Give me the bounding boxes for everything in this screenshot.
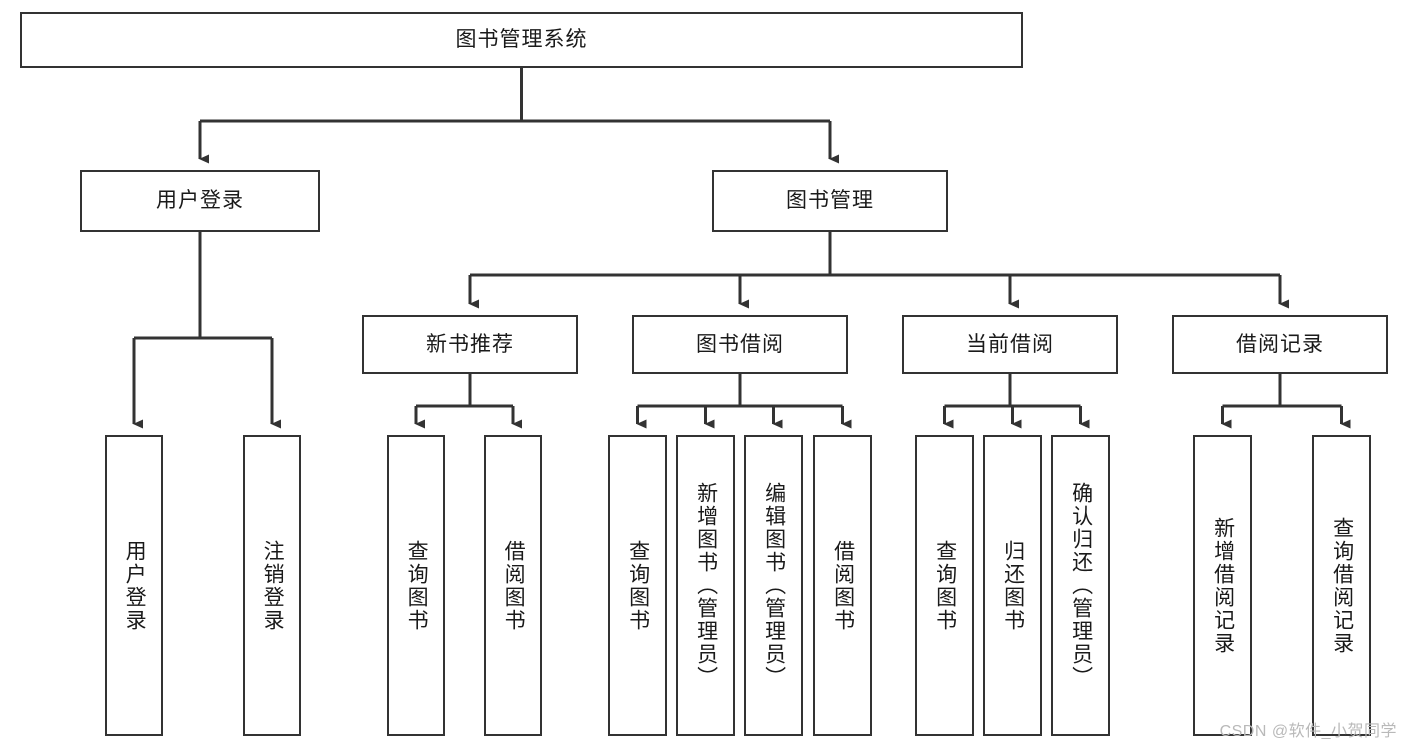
node-label: 查询图书 <box>626 539 650 632</box>
node-borrow[interactable]: 图书借阅 <box>632 315 848 374</box>
node-leaf-b1[interactable]: 借阅图书 <box>484 435 542 736</box>
node-leaf-q1[interactable]: 查询图书 <box>387 435 445 736</box>
node-records[interactable]: 借阅记录 <box>1172 315 1388 374</box>
node-label: 编辑图书（管理员） <box>762 482 786 689</box>
node-root[interactable]: 图书管理系统 <box>20 12 1023 68</box>
node-leaf-logout[interactable]: 注销登录 <box>243 435 301 736</box>
node-newbook[interactable]: 新书推荐 <box>362 315 578 374</box>
node-label: 图书管理 <box>786 189 874 213</box>
node-label: 用户登录 <box>156 189 244 213</box>
node-leaf-add[interactable]: 新增图书（管理员） <box>676 435 735 736</box>
node-leaf-b2[interactable]: 借阅图书 <box>813 435 872 736</box>
node-leaf-confirm[interactable]: 确认归还（管理员） <box>1051 435 1110 736</box>
node-leaf-q2[interactable]: 查询图书 <box>608 435 667 736</box>
node-label: 图书管理系统 <box>455 28 588 52</box>
node-label: 新增图书（管理员） <box>694 482 718 689</box>
node-label: 图书借阅 <box>696 332 784 356</box>
node-label: 借阅图书 <box>831 539 855 632</box>
node-leaf-return[interactable]: 归还图书 <box>983 435 1042 736</box>
node-label: 注销登录 <box>261 539 285 632</box>
node-leaf-addrec[interactable]: 新增借阅记录 <box>1193 435 1252 736</box>
node-label: 借阅记录 <box>1236 332 1324 356</box>
node-label: 用户登录 <box>123 539 147 632</box>
node-label: 查询借阅记录 <box>1330 516 1354 655</box>
node-label: 当前借阅 <box>966 332 1054 356</box>
node-bookmgmt[interactable]: 图书管理 <box>712 170 948 232</box>
node-label: 新书推荐 <box>426 332 514 356</box>
node-leaf-login[interactable]: 用户登录 <box>105 435 163 736</box>
node-label: 查询图书 <box>405 539 429 632</box>
node-label: 查询图书 <box>933 539 957 632</box>
node-leaf-edit[interactable]: 编辑图书（管理员） <box>744 435 803 736</box>
node-label: 确认归还（管理员） <box>1069 482 1093 689</box>
watermark-text: CSDN @软件_小贺同学 <box>1219 723 1397 740</box>
node-current[interactable]: 当前借阅 <box>902 315 1118 374</box>
node-leaf-qrec[interactable]: 查询借阅记录 <box>1312 435 1371 736</box>
node-label: 新增借阅记录 <box>1211 516 1235 655</box>
node-label: 归还图书 <box>1001 539 1025 632</box>
node-label: 借阅图书 <box>502 539 526 632</box>
node-login[interactable]: 用户登录 <box>80 170 320 232</box>
node-leaf-q3[interactable]: 查询图书 <box>915 435 974 736</box>
